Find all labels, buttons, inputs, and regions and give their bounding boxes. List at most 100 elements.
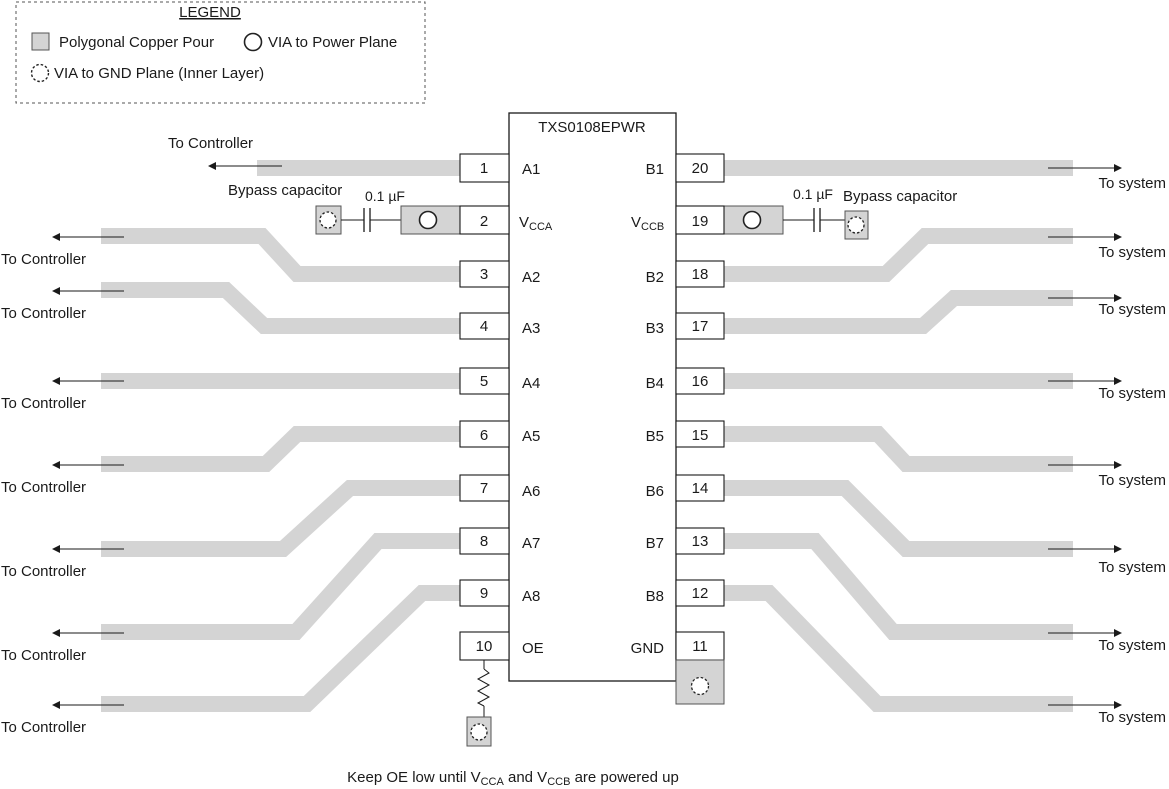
right-pin-numbers: 20 19 18 17 16 15 14 13 12 11 xyxy=(692,160,709,655)
pin-number: 1 xyxy=(480,160,488,177)
pin-number: 8 xyxy=(480,533,488,550)
power-via-icon xyxy=(418,210,438,230)
pin-name: B2 xyxy=(646,269,664,286)
trace-a3 xyxy=(101,282,461,334)
oe-pulldown-resistor xyxy=(466,660,492,747)
left-pin-boxes xyxy=(459,153,510,661)
gnd-via-icon xyxy=(690,676,710,696)
trace-a8 xyxy=(101,585,461,712)
pin-name: A7 xyxy=(522,535,540,552)
pin-name: A2 xyxy=(522,269,540,286)
copper-pour-swatch-icon xyxy=(31,32,50,51)
pin-name: OE xyxy=(522,640,544,657)
power-via-icon xyxy=(742,210,762,230)
pin-name: B7 xyxy=(646,535,664,552)
label-to-system-3: To system xyxy=(1098,301,1166,318)
pin-number: 11 xyxy=(692,638,708,655)
power-via-icon xyxy=(243,32,263,52)
pin-number: 2 xyxy=(480,213,488,230)
right-traces xyxy=(723,160,1073,712)
pin-number: 9 xyxy=(480,585,488,602)
label-to-controller-2: To Controller xyxy=(1,251,86,268)
pin-name: A3 xyxy=(522,320,540,337)
label-to-system-8: To system xyxy=(1098,709,1166,726)
pin-name: A6 xyxy=(522,483,540,500)
trace-a7 xyxy=(101,533,461,640)
trace-b6 xyxy=(723,480,1073,557)
gnd-via-icon xyxy=(319,211,337,229)
resistor-icon xyxy=(476,668,491,707)
right-pin-names: B1 VCCB B2 B3 B4 B5 B6 B7 B8 GND xyxy=(631,161,665,657)
pin-name: A4 xyxy=(522,375,540,392)
legend: LEGEND Polygonal Copper Pour VIA to Powe… xyxy=(15,1,426,104)
pin-name: B8 xyxy=(646,588,664,605)
pin-number: 5 xyxy=(480,373,488,390)
legend-item-power-via: VIA to Power Plane xyxy=(268,34,397,51)
pin-number: 20 xyxy=(692,160,709,177)
bypass-label-vcca: Bypass capacitor xyxy=(228,182,342,199)
pin-number: 6 xyxy=(480,427,488,444)
gnd-pad-pin11 xyxy=(675,659,725,705)
pin-number: 14 xyxy=(692,480,709,497)
label-to-controller-5: To Controller xyxy=(1,479,86,496)
pin-name: B4 xyxy=(646,375,664,392)
trace-b8 xyxy=(723,585,1073,712)
pin-name: B1 xyxy=(646,161,664,178)
system-labels: To system To system To system To system … xyxy=(1098,175,1166,726)
label-to-system-7: To system xyxy=(1098,637,1166,654)
chip-body xyxy=(508,112,677,682)
legend-item-gnd-via: VIA to GND Plane (Inner Layer) xyxy=(54,65,264,82)
pin-name: B5 xyxy=(646,428,664,445)
trace-b7 xyxy=(723,533,1073,640)
pin-name: GND xyxy=(631,640,665,657)
left-pin-numbers: 1 2 3 4 5 6 7 8 9 10 xyxy=(476,160,493,655)
label-to-controller-3: To Controller xyxy=(1,305,86,322)
pin-number: 16 xyxy=(692,373,709,390)
gnd-via-icon xyxy=(847,216,865,234)
pin-number: 13 xyxy=(692,533,709,550)
pin-name: A1 xyxy=(522,161,540,178)
left-pin-names: A1 VCCA A2 A3 A4 A5 A6 A7 A8 OE xyxy=(519,161,553,657)
pin-number: 17 xyxy=(692,318,709,335)
bypass-cap-vcca: 0.1 µF Bypass capacitor xyxy=(228,182,462,235)
pin-name-vcca: VCCA xyxy=(519,214,553,233)
legend-item-copper-pour: Polygonal Copper Pour xyxy=(59,34,214,51)
label-to-controller-4: To Controller xyxy=(1,395,86,412)
pin-number: 10 xyxy=(476,638,493,655)
left-arrows xyxy=(52,162,282,709)
left-traces xyxy=(101,160,461,712)
pin-number: 15 xyxy=(692,427,709,444)
controller-labels: To Controller To Controller To Controlle… xyxy=(1,135,253,736)
gnd-pad-oe xyxy=(466,716,492,747)
pin-name-vccb: VCCB xyxy=(631,214,664,233)
label-to-system-6: To system xyxy=(1098,559,1166,576)
trace-a6 xyxy=(101,480,461,557)
cap-value-vcca: 0.1 µF xyxy=(365,188,405,204)
pin-name: A8 xyxy=(522,588,540,605)
right-arrows xyxy=(1048,164,1122,709)
label-to-controller-7: To Controller xyxy=(1,647,86,664)
pin-name: A5 xyxy=(522,428,540,445)
pin-number: 18 xyxy=(692,266,709,283)
label-to-system-4: To system xyxy=(1098,385,1166,402)
trace-a5 xyxy=(101,426,461,472)
bypass-cap-vccb: 0.1 µF Bypass capacitor xyxy=(722,186,957,240)
trace-b3 xyxy=(723,290,1073,334)
label-to-controller-1: To Controller xyxy=(168,135,253,152)
pin-number: 19 xyxy=(692,213,709,230)
chip-name: TXS0108EPWR xyxy=(538,119,646,136)
cap-value-vccb: 0.1 µF xyxy=(793,186,833,202)
legend-title: LEGEND xyxy=(179,4,241,21)
oe-power-note: Keep OE low until VCCA and VCCB are powe… xyxy=(347,769,679,788)
pin-name: B3 xyxy=(646,320,664,337)
gnd-via-icon xyxy=(30,63,50,83)
pin-name: B6 xyxy=(646,483,664,500)
pin-number: 12 xyxy=(692,585,709,602)
bypass-label-vccb: Bypass capacitor xyxy=(843,188,957,205)
label-to-controller-6: To Controller xyxy=(1,563,86,580)
trace-b5 xyxy=(723,426,1073,472)
trace-a2 xyxy=(101,228,461,282)
label-to-system-1: To system xyxy=(1098,175,1166,192)
label-to-system-5: To system xyxy=(1098,472,1166,489)
pin-number: 7 xyxy=(480,480,488,497)
